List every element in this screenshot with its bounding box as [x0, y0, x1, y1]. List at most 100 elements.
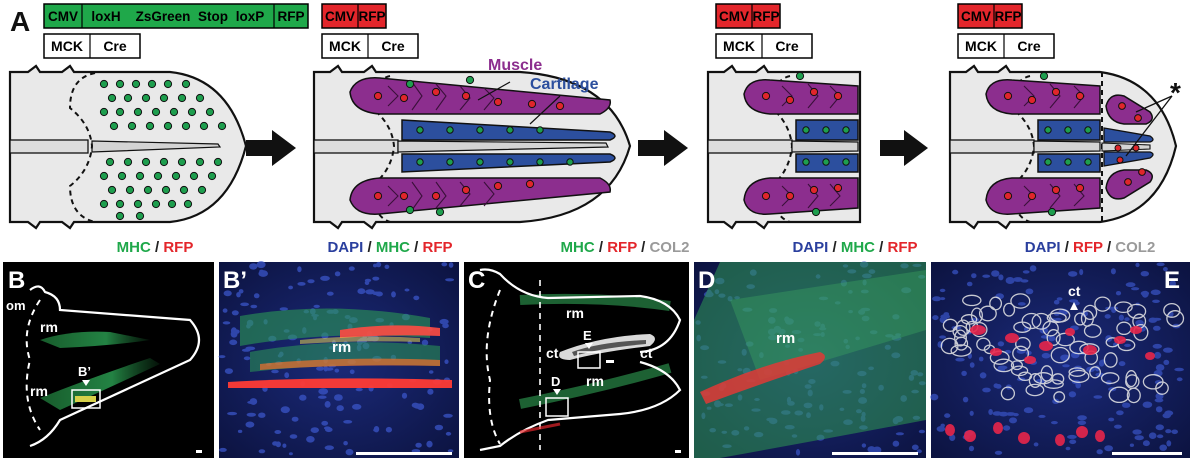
- panel-a-letter: A: [10, 6, 30, 37]
- nucleus: [795, 449, 801, 456]
- regenerated-muscle-cell: [1138, 168, 1146, 176]
- chondrocyte-outline: [942, 318, 958, 332]
- nucleus: [1041, 352, 1051, 359]
- nucleus: [411, 449, 421, 453]
- nucleus: [940, 423, 945, 428]
- chondrocyte-outline: [1013, 321, 1032, 333]
- label-rm-upper: rm: [40, 319, 58, 335]
- progenitor-cell: [536, 158, 544, 166]
- labeled-muscle-cell: [1051, 185, 1061, 195]
- nucleus: [962, 396, 969, 403]
- construct-recombined-2: CMV RFP: [321, 3, 387, 29]
- nucleus: [441, 262, 448, 267]
- chondrocyte-outline: [1068, 369, 1090, 383]
- nucleus: [364, 280, 370, 285]
- labeled-muscle-cell: [461, 91, 471, 101]
- nucleus: [229, 339, 238, 346]
- nucleus: [426, 440, 433, 448]
- chondrocyte-outline: [1094, 296, 1111, 312]
- panel-b-letter: B: [8, 267, 25, 294]
- nucleus: [1118, 361, 1126, 367]
- progenitor-cell: [99, 199, 109, 209]
- nucleus: [1131, 287, 1140, 291]
- nucleus: [324, 401, 331, 408]
- progenitor-cell: [135, 171, 145, 181]
- nucleus: [391, 291, 396, 298]
- progenitor-cell: [105, 157, 115, 167]
- nucleus: [447, 449, 454, 453]
- nucleus: [982, 274, 991, 278]
- progenitor-cell: [1084, 126, 1092, 134]
- progenitor-cell: [822, 126, 830, 134]
- progenitor-cell: [1084, 158, 1092, 166]
- nucleus: [345, 448, 354, 456]
- progenitor-cell: [161, 185, 171, 195]
- progenitor-cell: [147, 79, 157, 89]
- nucleus: [1142, 401, 1153, 408]
- progenitor-cell: [802, 158, 810, 166]
- nucleus: [1115, 291, 1122, 296]
- nucleus: [982, 387, 991, 393]
- driver-mck: MCK: [51, 38, 83, 54]
- nucleus: [271, 369, 279, 374]
- nucleus: [443, 413, 453, 418]
- nucleus: [299, 394, 307, 401]
- label-ct-left: ct: [546, 345, 559, 361]
- fin-stage-2: Muscle Cartilage: [312, 57, 632, 230]
- chondrocyte-outline: [1000, 386, 1016, 401]
- nucleus: [306, 436, 315, 443]
- nucleus: [413, 295, 420, 301]
- chondrocyte-outline: [1012, 345, 1030, 362]
- nucleus: [316, 366, 325, 371]
- chondrocyte-outline: [993, 358, 1015, 373]
- construct-cmv: CMV: [48, 9, 78, 24]
- nucleus: [439, 318, 449, 325]
- nucleus: [428, 370, 434, 374]
- nucleus: [1171, 429, 1178, 435]
- chondrocyte-outline: [1046, 329, 1061, 346]
- progenitor-cell: [536, 126, 544, 134]
- chondrocyte-outline: [954, 336, 969, 351]
- nucleus: [861, 443, 867, 448]
- nucleus: [911, 444, 919, 451]
- nucleus: [936, 426, 946, 432]
- nucleus: [918, 429, 926, 434]
- chondrocyte-outline: [1021, 312, 1042, 330]
- fin-stage-3: [706, 64, 862, 230]
- nucleus: [940, 314, 950, 319]
- nucleus: [997, 341, 1005, 347]
- panel-e-letter: E: [1164, 267, 1180, 294]
- nucleus: [979, 372, 987, 379]
- labeled-muscle-cell: [493, 181, 503, 191]
- nucleus: [279, 307, 288, 311]
- label-cartilage: Cartilage: [530, 76, 599, 93]
- rfp-cell: [1083, 345, 1097, 355]
- nucleus: [289, 434, 298, 439]
- panel-d-title: DAPI / MHC / RFP: [792, 239, 917, 256]
- nucleus: [1148, 317, 1158, 323]
- progenitor-cell: [107, 93, 117, 103]
- panel-e-title: DAPI / RFP / COL2: [1025, 239, 1156, 256]
- chondrocyte-outline: [1114, 301, 1133, 314]
- labeled-muscle-cell: [809, 185, 819, 195]
- labeled-muscle-cell: [833, 183, 843, 193]
- nucleus: [334, 394, 343, 401]
- nucleus: [1140, 271, 1150, 277]
- labeled-muscle-cell: [431, 191, 441, 201]
- progenitor-cell: [127, 121, 137, 131]
- nucleus: [245, 421, 255, 428]
- nucleus: [1025, 288, 1034, 295]
- driver-1: MCK Cre: [43, 33, 141, 59]
- progenitor-cell: [802, 126, 810, 134]
- label-rm-c-lower: rm: [586, 373, 604, 389]
- nucleus: [932, 315, 939, 321]
- nucleus: [343, 420, 353, 424]
- progenitor-cell: [141, 157, 151, 167]
- nucleus: [253, 293, 260, 299]
- regenerated-cell: [1114, 144, 1122, 152]
- nucleus: [1155, 364, 1165, 371]
- nucleus: [448, 262, 454, 268]
- labeled-muscle-cell: [833, 91, 843, 101]
- nucleus: [348, 266, 355, 271]
- progenitor-cell: [115, 79, 125, 89]
